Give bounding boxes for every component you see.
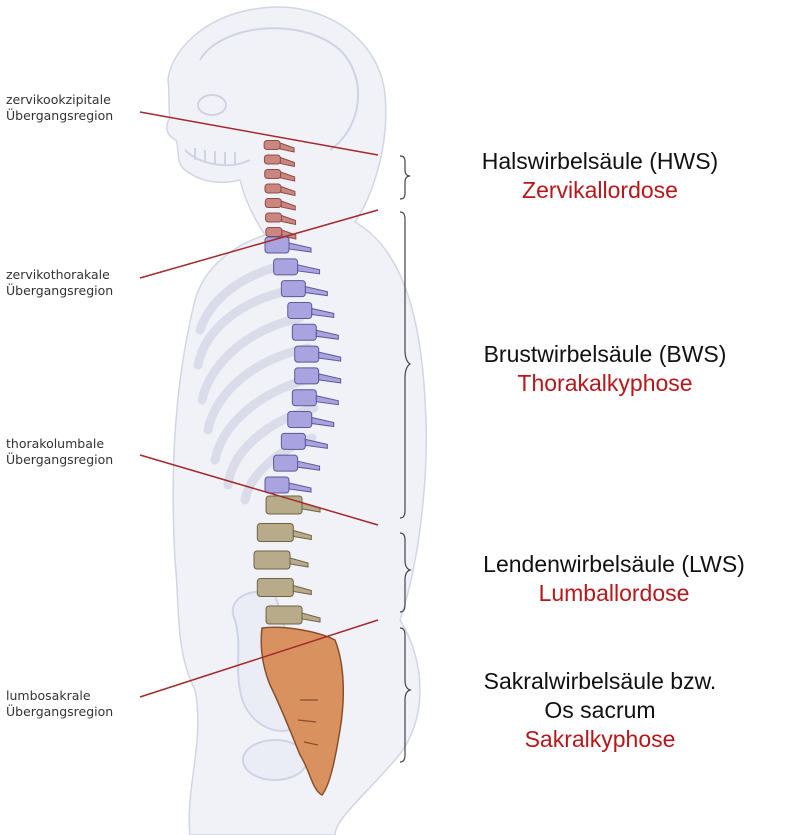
region-curvature: Thorakalkyphose [420, 369, 790, 398]
region-bws: Brustwirbelsäule (BWS) Thorakalkyphose [420, 340, 790, 398]
lumbar-vertebra-body [266, 606, 302, 624]
region-curvature: Zervikallordose [420, 176, 780, 205]
label-line: Übergangsregion [6, 283, 141, 299]
region-lws: Lendenwirbelsäule (LWS) Lumballordose [428, 550, 800, 608]
thoracic-vertebra-body [288, 412, 312, 428]
lumbar-vertebra-body [257, 579, 293, 597]
brace-hws [400, 156, 410, 199]
label-line: thorakolumbale [6, 436, 141, 452]
thoracic-vertebra-body [288, 302, 312, 318]
region-name: Lendenwirbelsäule (LWS) [428, 550, 800, 579]
region-name: Brustwirbelsäule (BWS) [420, 340, 790, 369]
cervical-vertebra-body [265, 184, 281, 193]
label-line: Übergangsregion [6, 704, 141, 720]
region-sakral: Sakralwirbelsäule bzw. Os sacrum Sakralk… [420, 667, 780, 754]
label-zervikothorakale-region: zervikothorakale Übergangsregion [6, 267, 141, 299]
cervical-vertebra-body [266, 228, 282, 237]
lumbar-vertebra-body [254, 551, 290, 569]
thoracic-vertebra-body [281, 433, 305, 449]
label-line: zervikothorakale [6, 267, 141, 283]
thoracic-vertebra-body [274, 259, 298, 275]
cervical-vertebra-body [266, 213, 282, 222]
label-line: lumbosakrale [6, 688, 141, 704]
lumbar-vertebra-body [257, 524, 293, 542]
label-thorakolumbale-region: thorakolumbale Übergangsregion [6, 436, 141, 468]
lumbar-vertebra-body [266, 496, 302, 514]
region-name: Os sacrum [420, 696, 780, 725]
thoracic-vertebra-body [281, 281, 305, 297]
thoracic-vertebra-body [274, 455, 298, 471]
region-hws: Halswirbelsäule (HWS) Zervikallordose [420, 147, 780, 205]
label-lumbosakrale-region: lumbosakrale Übergangsregion [6, 688, 141, 720]
thoracic-vertebra-body [292, 390, 316, 406]
label-line: Übergangsregion [6, 108, 141, 124]
region-name: Sakralwirbelsäule bzw. [420, 667, 780, 696]
region-curvature: Sakralkyphose [420, 725, 780, 754]
cervical-vertebra-body [265, 170, 281, 179]
thoracic-vertebra-body [265, 477, 289, 493]
region-curvature: Lumballordose [428, 579, 800, 608]
thoracic-vertebra-body [292, 324, 316, 340]
cervical-vertebra-body [265, 199, 281, 208]
label-line: Übergangsregion [6, 452, 141, 468]
cervical-vertebra-body [264, 141, 280, 150]
cervical-vertebra-body [264, 155, 280, 164]
label-line: zervikookzipitale [6, 92, 141, 108]
region-name: Halswirbelsäule (HWS) [420, 147, 780, 176]
thoracic-vertebra-body [295, 368, 319, 384]
thoracic-vertebra-body [295, 346, 319, 362]
label-zervikookzipitale-region: zervikookzipitale Übergangsregion [6, 92, 141, 124]
